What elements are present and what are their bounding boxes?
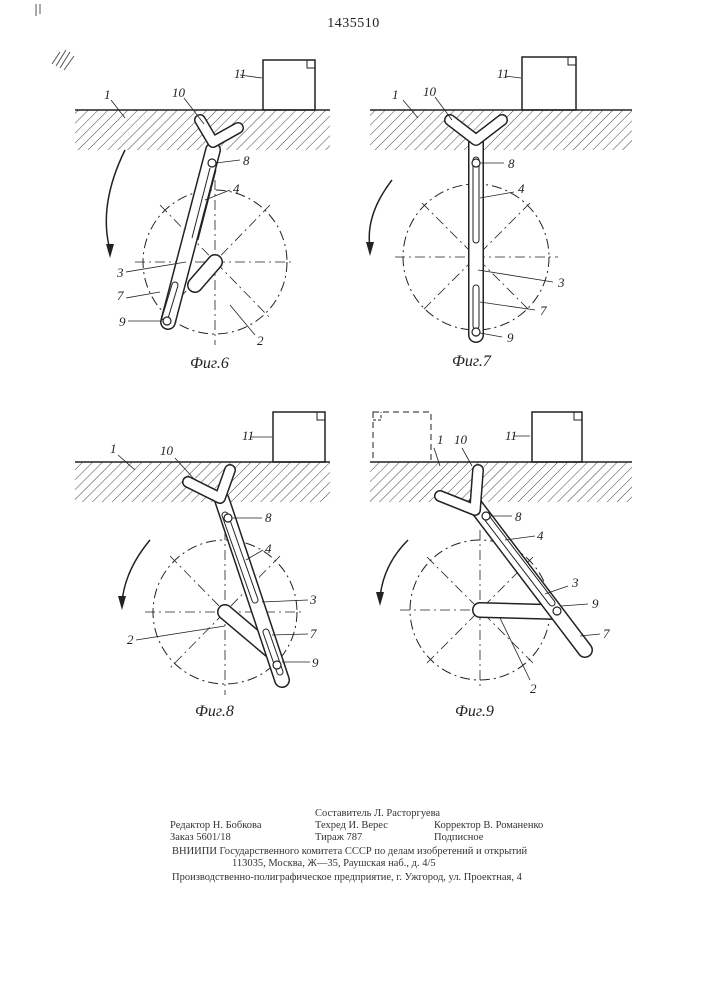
label-7: 7 bbox=[310, 626, 317, 641]
order-line: Заказ 5601/18 bbox=[170, 832, 231, 844]
label-11: 11 bbox=[234, 66, 246, 81]
techred-line: Техред И. Верес bbox=[315, 820, 388, 832]
label-11: 11 bbox=[505, 428, 517, 443]
label-3: 3 bbox=[309, 592, 317, 607]
label-2: 2 bbox=[530, 681, 537, 696]
label-2: 2 bbox=[127, 632, 134, 647]
label-11: 11 bbox=[497, 66, 509, 81]
organization-line: ВНИИПИ Государственного комитета СССР по… bbox=[172, 846, 527, 858]
label-9: 9 bbox=[592, 596, 599, 611]
compiler-line: Составитель Л. Расторгуева bbox=[315, 808, 440, 820]
label-8: 8 bbox=[515, 509, 522, 524]
label-11: 11 bbox=[242, 428, 254, 443]
label-1: 1 bbox=[110, 441, 117, 456]
label-4: 4 bbox=[265, 541, 272, 556]
label-3: 3 bbox=[557, 275, 565, 290]
figure-9 bbox=[370, 412, 632, 690]
box-previous-position bbox=[373, 412, 431, 462]
label-8: 8 bbox=[265, 510, 272, 525]
label-9: 9 bbox=[312, 655, 319, 670]
label-1: 1 bbox=[392, 87, 399, 102]
caption-fig-6: Фиг.6 bbox=[190, 355, 229, 372]
label-9: 9 bbox=[119, 314, 126, 329]
label-8: 8 bbox=[508, 156, 515, 171]
soil-hatch bbox=[75, 462, 330, 502]
label-4: 4 bbox=[233, 181, 240, 196]
figure-7 bbox=[366, 57, 632, 340]
label-3: 3 bbox=[116, 265, 124, 280]
address-line: 113035, Москва, Ж—35, Раушская наб., д. … bbox=[232, 858, 436, 870]
scan-marks bbox=[36, 4, 74, 70]
label-7: 7 bbox=[540, 303, 547, 318]
print-run-line: Тираж 787 bbox=[315, 832, 362, 844]
label-10: 10 bbox=[160, 443, 174, 458]
corrector-line: Корректор В. Романенко bbox=[434, 820, 543, 832]
label-2: 2 bbox=[257, 333, 264, 348]
label-4: 4 bbox=[518, 181, 525, 196]
subscription-line: Подписное bbox=[434, 832, 483, 844]
caption-fig-7: Фиг.7 bbox=[452, 353, 492, 370]
label-10: 10 bbox=[172, 85, 186, 100]
label-3: 3 bbox=[571, 575, 579, 590]
label-10: 10 bbox=[423, 84, 437, 99]
label-7: 7 bbox=[603, 626, 610, 641]
editor-line: Редактор Н. Бобкова bbox=[170, 820, 262, 832]
caption-fig-8: Фиг.8 bbox=[195, 703, 234, 720]
caption-fig-9: Фиг.9 bbox=[455, 703, 494, 720]
label-1: 1 bbox=[104, 87, 111, 102]
label-10: 10 bbox=[454, 432, 468, 447]
printer-line: Производственно-полиграфическое предприя… bbox=[172, 872, 522, 884]
label-1: 1 bbox=[437, 432, 444, 447]
figure-6 bbox=[75, 60, 330, 345]
label-8: 8 bbox=[243, 153, 250, 168]
label-9: 9 bbox=[507, 330, 514, 345]
label-4: 4 bbox=[537, 528, 544, 543]
soil-hatch bbox=[370, 462, 632, 502]
label-7: 7 bbox=[117, 288, 124, 303]
